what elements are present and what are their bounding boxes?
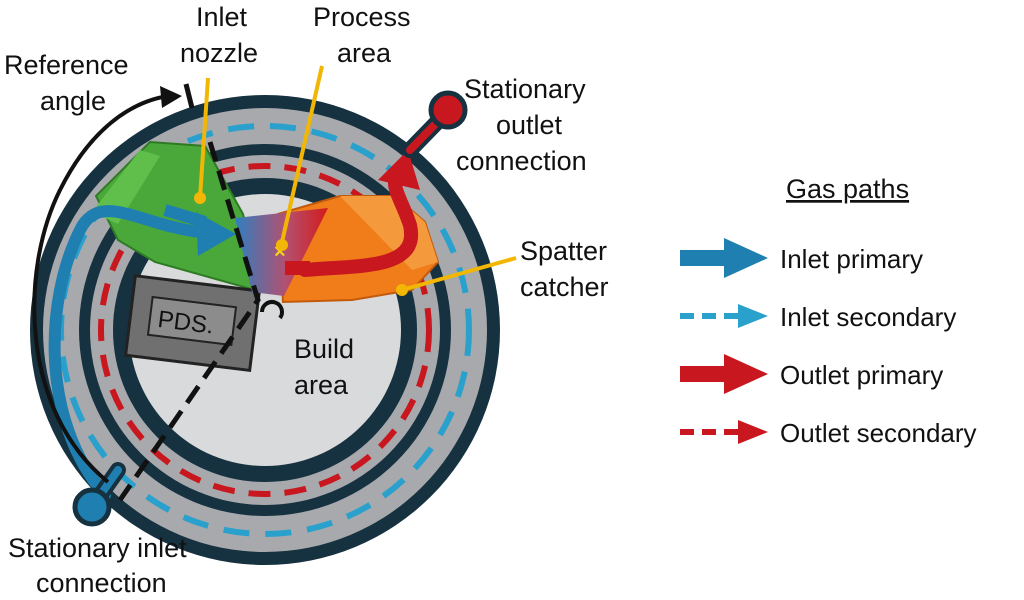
pointer-inlet-nozzle xyxy=(198,77,210,199)
legend-title: Gas paths xyxy=(786,174,909,204)
inlet-primary-path xyxy=(48,204,236,501)
label-spatter-catcher: Spatter catcher xyxy=(520,236,615,302)
process-area xyxy=(235,208,328,296)
pointer-spatter-catcher xyxy=(401,256,517,292)
legend-item-outlet-primary: Outlet primary xyxy=(680,354,943,394)
inlet-arrow-icon xyxy=(196,212,236,256)
svg-text:Outlet primary: Outlet primary xyxy=(780,360,943,390)
connection-knob-icon xyxy=(428,90,468,130)
pointer-lines xyxy=(198,65,517,292)
connection-knob-icon xyxy=(72,487,112,527)
label-build-area: Build area xyxy=(294,334,362,400)
legend-item-inlet-secondary: Inlet secondary xyxy=(680,302,956,332)
outlet-arrow-icon xyxy=(724,354,768,394)
outlet-arrow-icon xyxy=(378,150,420,190)
reference-angle-arc xyxy=(32,83,195,484)
label-stationary-outlet-connection: Stationary outlet connection xyxy=(456,74,593,176)
stationary-outlet-connection xyxy=(402,90,468,158)
pivot-icon xyxy=(260,300,284,320)
legend: Gas paths Inlet primary Inlet secondary … xyxy=(680,174,977,448)
label-stationary-inlet-connection: Stationary inlet connection xyxy=(8,533,194,598)
pointer-dot xyxy=(194,192,206,204)
svg-text:Inlet primary: Inlet primary xyxy=(780,244,923,274)
outlet-secondary-path xyxy=(98,163,432,497)
label-inlet-nozzle: Inlet nozzle xyxy=(180,2,258,68)
label-process-area: Process area xyxy=(313,2,418,68)
pointer-dot xyxy=(396,284,408,296)
svg-text:Outlet secondary: Outlet secondary xyxy=(780,418,977,448)
angle-arrow-icon xyxy=(160,86,182,108)
legend-item-inlet-primary: Inlet primary xyxy=(680,238,923,278)
outlet-arrow-icon xyxy=(738,420,768,444)
inlet-arrow-icon xyxy=(738,304,768,328)
svg-text:Inlet secondary: Inlet secondary xyxy=(780,302,956,332)
process-marker-icon: × xyxy=(274,241,286,263)
separator-dashed-line xyxy=(117,141,261,502)
pointer-dot xyxy=(276,239,288,251)
label-reference-angle: Reference angle xyxy=(4,50,136,116)
stationary-inlet-connection xyxy=(72,462,126,527)
legend-item-outlet-secondary: Outlet secondary xyxy=(680,418,977,448)
inlet-arrow-icon xyxy=(724,238,768,278)
outlet-primary-path xyxy=(285,150,420,277)
pointer-process-area xyxy=(280,65,324,243)
